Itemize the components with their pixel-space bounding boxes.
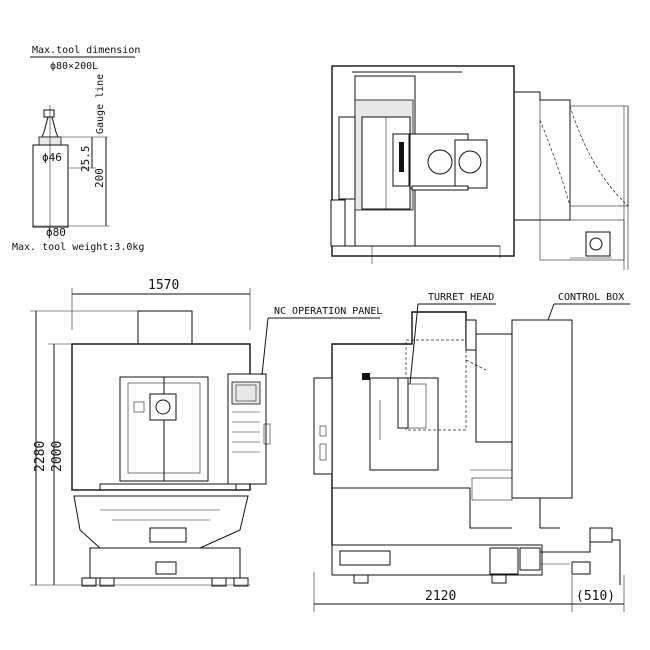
body-height-label: 2000 [50,441,65,472]
control-box-callout: CONTROL BOX [558,292,624,303]
gauge-offset-label: 25.5 [79,146,92,173]
gauge-line-label: Gauge line [95,74,106,134]
nc-operation-panel-callout: NC OPERATION PANEL [274,306,382,317]
tool-length-label: 200 [93,168,106,188]
tool-spec-block: Max.tool dimension ϕ80×200L ϕ46 ϕ80 Gaug… [12,45,144,253]
body-diameter-label: ϕ80 [46,226,66,239]
max-tool-dimension-label: Max.tool dimension [32,45,140,56]
front-width-label: 1570 [148,278,179,293]
turret-head-callout: TURRET HEAD [428,292,494,303]
top-view-plan [330,65,629,270]
max-tool-dimension-value: ϕ80×200L [50,61,98,72]
side-view: TURRET HEAD CONTROL BOX 2120 (510) [313,292,630,612]
extra-depth-label: (510) [576,589,615,604]
shank-diameter-label: ϕ46 [42,151,62,164]
max-tool-weight-label: Max. tool weight:3.0kg [12,242,144,253]
front-view: 1570 NC OPERATION PANEL [30,278,382,587]
side-depth-label: 2120 [425,589,456,604]
tool-outline [32,105,69,232]
overall-height-label: 2280 [33,441,48,472]
